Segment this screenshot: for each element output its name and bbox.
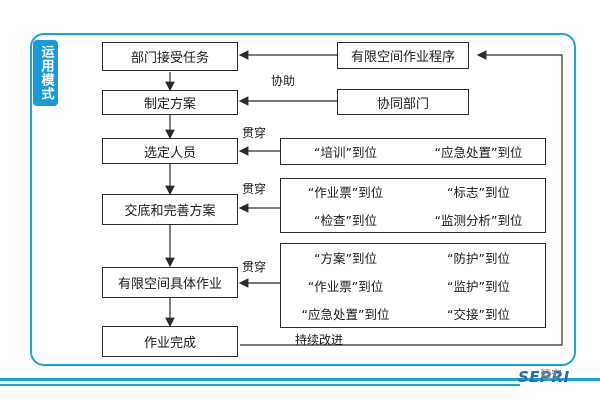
step-confined-operation: 有限空间具体作业 — [102, 267, 238, 298]
cooperating-dept-box: 协同部门 — [337, 89, 469, 115]
assist-label: 协助 — [271, 74, 296, 88]
training-group — [280, 138, 546, 165]
sepri-logo: SEPRI — [518, 368, 570, 386]
emergency-cell: “应急处置”到位 — [434, 145, 523, 160]
step-make-plan: 制定方案 — [102, 90, 238, 115]
continuous-improvement-label: 持续改进 — [295, 333, 344, 347]
step-briefing: 交底和完善方案 — [102, 194, 238, 225]
mode-tab: 运用模式 — [33, 40, 58, 106]
emergency-cell-2: “应急处置”到位 — [301, 307, 390, 322]
briefing-group — [280, 178, 546, 233]
work-ticket-cell: “作业票”到位 — [307, 185, 384, 200]
handover-cell: “交接”到位 — [447, 307, 510, 322]
monitoring-cell: “监测分析”到位 — [434, 212, 523, 228]
step-receive-task: 部门接受任务 — [102, 42, 238, 71]
step-complete: 作业完成 — [102, 326, 238, 357]
signage-cell: “标志”到位 — [447, 185, 510, 200]
step-select-personnel: 选定人员 — [102, 138, 238, 164]
watermark: 管安 — [540, 368, 562, 381]
diagram-frame — [30, 33, 576, 366]
procedure-box: 有限空间作业程序 — [337, 42, 469, 69]
protection-cell: “防护”到位 — [447, 250, 510, 266]
feedback-loop — [240, 50, 563, 346]
through-label-1: 贯穿 — [242, 126, 267, 140]
inspection-cell: “检查”到位 — [314, 212, 377, 228]
plan-cell: “方案”到位 — [314, 250, 377, 266]
through-label-3: 贯穿 — [242, 260, 267, 274]
footer-rule — [0, 378, 600, 381]
footer-rule-thin — [0, 384, 520, 386]
work-ticket-cell-2: “作业票”到位 — [307, 278, 384, 294]
operation-group — [280, 243, 546, 328]
training-cell: “培训”到位 — [314, 145, 377, 160]
through-label-2: 贯穿 — [242, 182, 267, 196]
supervision-cell: “监护”到位 — [447, 278, 510, 294]
